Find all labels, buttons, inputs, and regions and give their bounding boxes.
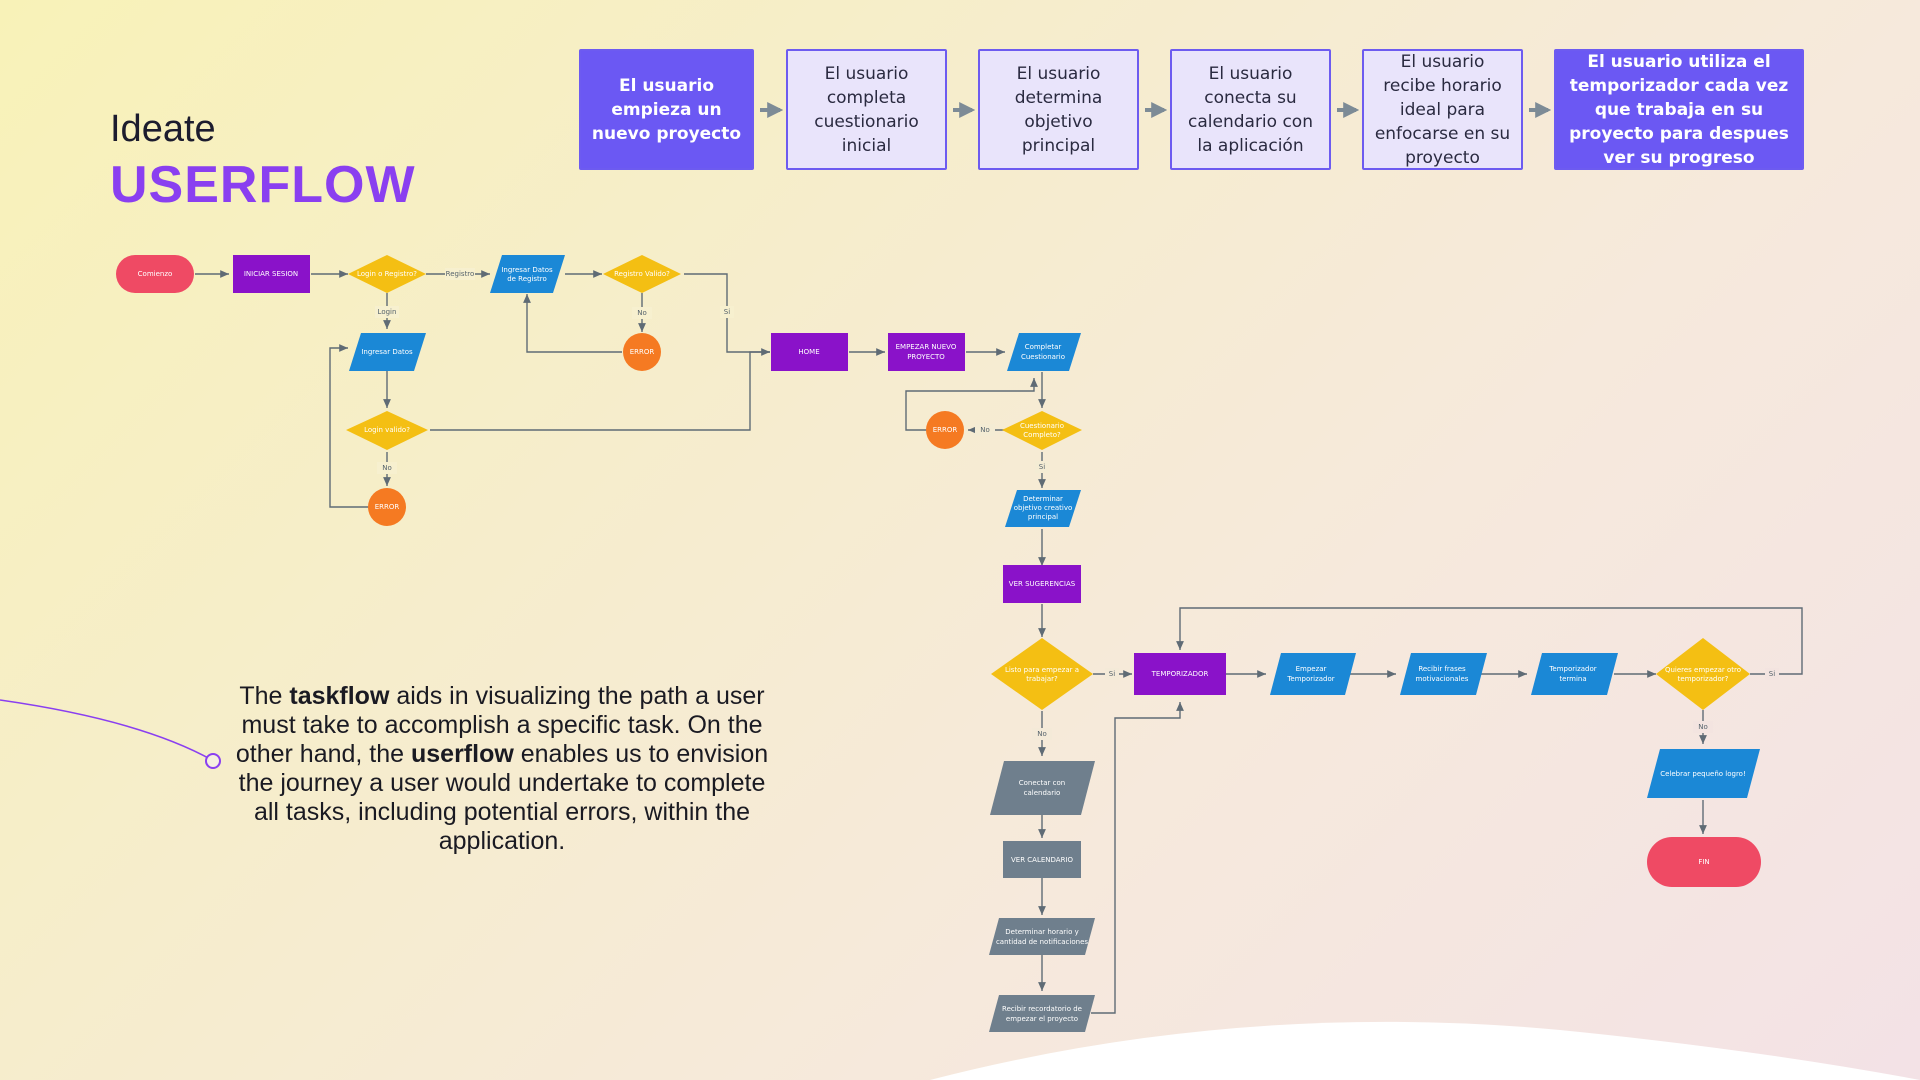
- node-recibir-frases-label-1: Recibir frases: [1418, 665, 1466, 673]
- node-determinar-horario-label-1: Determinar horario y: [1005, 928, 1078, 936]
- edge-label-no: No: [382, 464, 392, 472]
- node-iniciar-sesion: [233, 255, 310, 293]
- node-fin: [1647, 837, 1761, 887]
- node-registro-valido: [603, 255, 681, 293]
- edge-label-si: Si: [1769, 670, 1775, 678]
- node-recibir-recordatorio-label-2: empezar el proyecto: [1006, 1015, 1078, 1023]
- node-login-valido-label: Login valido?: [364, 426, 410, 434]
- node-home: [771, 333, 848, 371]
- node-empezar-nuevo-proyecto-label-1: EMPEZAR NUEVO: [896, 343, 957, 351]
- node-login-registro-label: Login o Registro?: [357, 270, 417, 278]
- node-error-registro: [623, 333, 661, 371]
- description-part-2: aids in visualizing the path a user must…: [235, 682, 765, 768]
- edge-label-login: Login: [378, 308, 397, 316]
- node-temporizador-label: TEMPORIZADOR: [1151, 670, 1209, 678]
- edge-label-no: No: [1698, 723, 1708, 731]
- node-ver-sugerencias: [1003, 565, 1081, 603]
- description-taskflow-term: taskflow: [289, 682, 390, 710]
- description-userflow-term: userflow: [411, 740, 514, 768]
- node-conectar-calendario-label-2: calendario: [1024, 789, 1061, 797]
- edge-label-si: Si: [1039, 463, 1045, 471]
- node-ingresar-datos-registro-label-2: de Registro: [507, 275, 547, 283]
- node-conectar-calendario: [990, 761, 1095, 815]
- bottom-wave: [930, 1021, 1920, 1080]
- node-determinar-horario-label-2: cantidad de notificaciones: [996, 938, 1088, 946]
- node-listo-para-empezar-label-1: Listo para empezar a: [1005, 666, 1079, 674]
- node-empezar-nuevo-proyecto: [888, 333, 965, 371]
- node-celebrar-logro-label: Celebrar pequeño logro!: [1660, 770, 1746, 778]
- node-login-registro: [348, 255, 426, 293]
- node-empezar-temporizador-label-2: Temporizador: [1286, 675, 1334, 683]
- node-determinar-objetivo-label-3: principal: [1028, 513, 1058, 521]
- node-ver-calendario-label: VER CALENDARIO: [1011, 856, 1074, 864]
- node-cuestionario-completo-label-1: Cuestionario: [1020, 422, 1064, 430]
- node-determinar-objetivo: [1005, 490, 1081, 527]
- node-error-registro-label: ERROR: [630, 348, 655, 356]
- decor-curve: [0, 699, 213, 761]
- node-cuestionario-completo-label-2: Completo?: [1023, 431, 1061, 439]
- node-ingresar-datos-registro-label-1: Ingresar Datos: [501, 266, 553, 274]
- page-title: USERFLOW: [110, 156, 416, 214]
- node-determinar-horario: [989, 918, 1095, 955]
- edge-label-no: No: [637, 309, 647, 317]
- node-empezar-temporizador-label-1: Empezar: [1296, 665, 1327, 673]
- node-temporizador-termina: [1531, 653, 1618, 695]
- node-iniciar-sesion-label: INICIAR SESION: [244, 270, 298, 278]
- description-part-3: enables us to envision the journey a use…: [238, 740, 769, 855]
- node-quieres-empezar-otro: [1656, 638, 1750, 710]
- step-2-box: El usuario completa cuestionario inicial: [786, 49, 947, 170]
- node-comienzo-label: Comienzo: [138, 270, 173, 278]
- node-ingresar-datos: [349, 333, 426, 371]
- node-completar-cuestionario-label-2: Cuestionario: [1021, 353, 1065, 361]
- node-empezar-temporizador: [1270, 653, 1356, 695]
- node-conectar-calendario-label-1: Conectar con: [1019, 779, 1065, 787]
- edge-label-si: Si: [724, 308, 730, 316]
- node-fin-label: FIN: [1698, 858, 1709, 866]
- node-error-login-label: ERROR: [375, 503, 400, 511]
- node-recibir-recordatorio-label-1: Recibir recordatorio de: [1002, 1005, 1082, 1013]
- node-temporizador-termina-label-1: Temporizador: [1548, 665, 1596, 673]
- node-error-login: [368, 488, 406, 526]
- decor-circle: [205, 753, 221, 769]
- page-subtitle: Ideate: [110, 108, 216, 150]
- node-error-cuestionario-label: ERROR: [933, 426, 958, 434]
- node-recibir-frases: [1400, 653, 1487, 695]
- node-quieres-empezar-otro-label-2: temporizador?: [1678, 675, 1729, 683]
- edge-label-no: No: [1037, 730, 1047, 738]
- node-listo-para-empezar: [991, 638, 1093, 710]
- node-determinar-objetivo-label-1: Determinar: [1023, 495, 1063, 503]
- node-ver-calendario: [1003, 841, 1081, 878]
- description-text: The taskflow aids in visualizing the pat…: [228, 682, 776, 856]
- step-6-box: El usuario utiliza el temporizador cada …: [1554, 49, 1804, 170]
- node-celebrar-logro: [1647, 749, 1760, 798]
- node-registro-valido-label: Registro Valido?: [614, 270, 670, 278]
- step-5-box: El usuario recibe horario ideal para enf…: [1362, 49, 1523, 170]
- node-login-valido: [346, 411, 428, 450]
- step-3-box: El usuario determina objetivo principal: [978, 49, 1139, 170]
- step-1-box: El usuario empieza un nuevo proyecto: [579, 49, 754, 170]
- step-4-box: El usuario conecta su calendario con la …: [1170, 49, 1331, 170]
- node-recibir-recordatorio: [989, 995, 1095, 1032]
- node-listo-para-empezar-label-2: trabajar?: [1026, 675, 1058, 683]
- node-error-cuestionario: [926, 411, 964, 449]
- node-ingresar-datos-label: Ingresar Datos: [361, 348, 413, 356]
- node-ingresar-datos-registro: [490, 255, 565, 293]
- edge-label-no: No: [980, 426, 990, 434]
- node-comienzo: [116, 255, 194, 293]
- description-part-1: The: [239, 682, 290, 710]
- node-quieres-empezar-otro-label-1: Quieres empezar otro: [1665, 666, 1741, 674]
- node-determinar-objetivo-label-2: objetivo creativo: [1014, 504, 1073, 512]
- node-empezar-nuevo-proyecto-label-2: PROYECTO: [907, 353, 945, 361]
- node-temporizador-termina-label-2: termina: [1559, 675, 1586, 683]
- node-ver-sugerencias-label: VER SUGERENCIAS: [1009, 580, 1076, 588]
- node-home-label: HOME: [798, 348, 819, 356]
- node-recibir-frases-label-2: motivacionales: [1416, 675, 1469, 683]
- node-temporizador: [1134, 653, 1226, 695]
- edge-label-si: Si: [1109, 670, 1115, 678]
- edge-label-registro: Registro: [446, 270, 475, 278]
- node-completar-cuestionario-label-1: Completar: [1025, 343, 1062, 351]
- node-completar-cuestionario: [1007, 333, 1081, 371]
- node-cuestionario-completo: [1002, 411, 1082, 450]
